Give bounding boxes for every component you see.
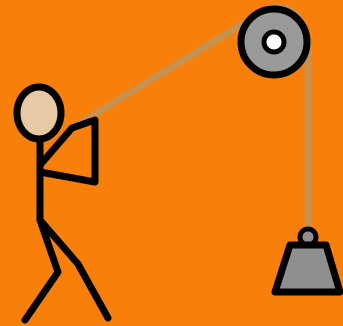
weight-icon (275, 229, 340, 292)
pulley-wheel-icon (241, 9, 307, 75)
stick-figure-leg-right (40, 220, 108, 318)
stick-figure (17, 87, 108, 320)
stick-figure-head (17, 87, 61, 139)
